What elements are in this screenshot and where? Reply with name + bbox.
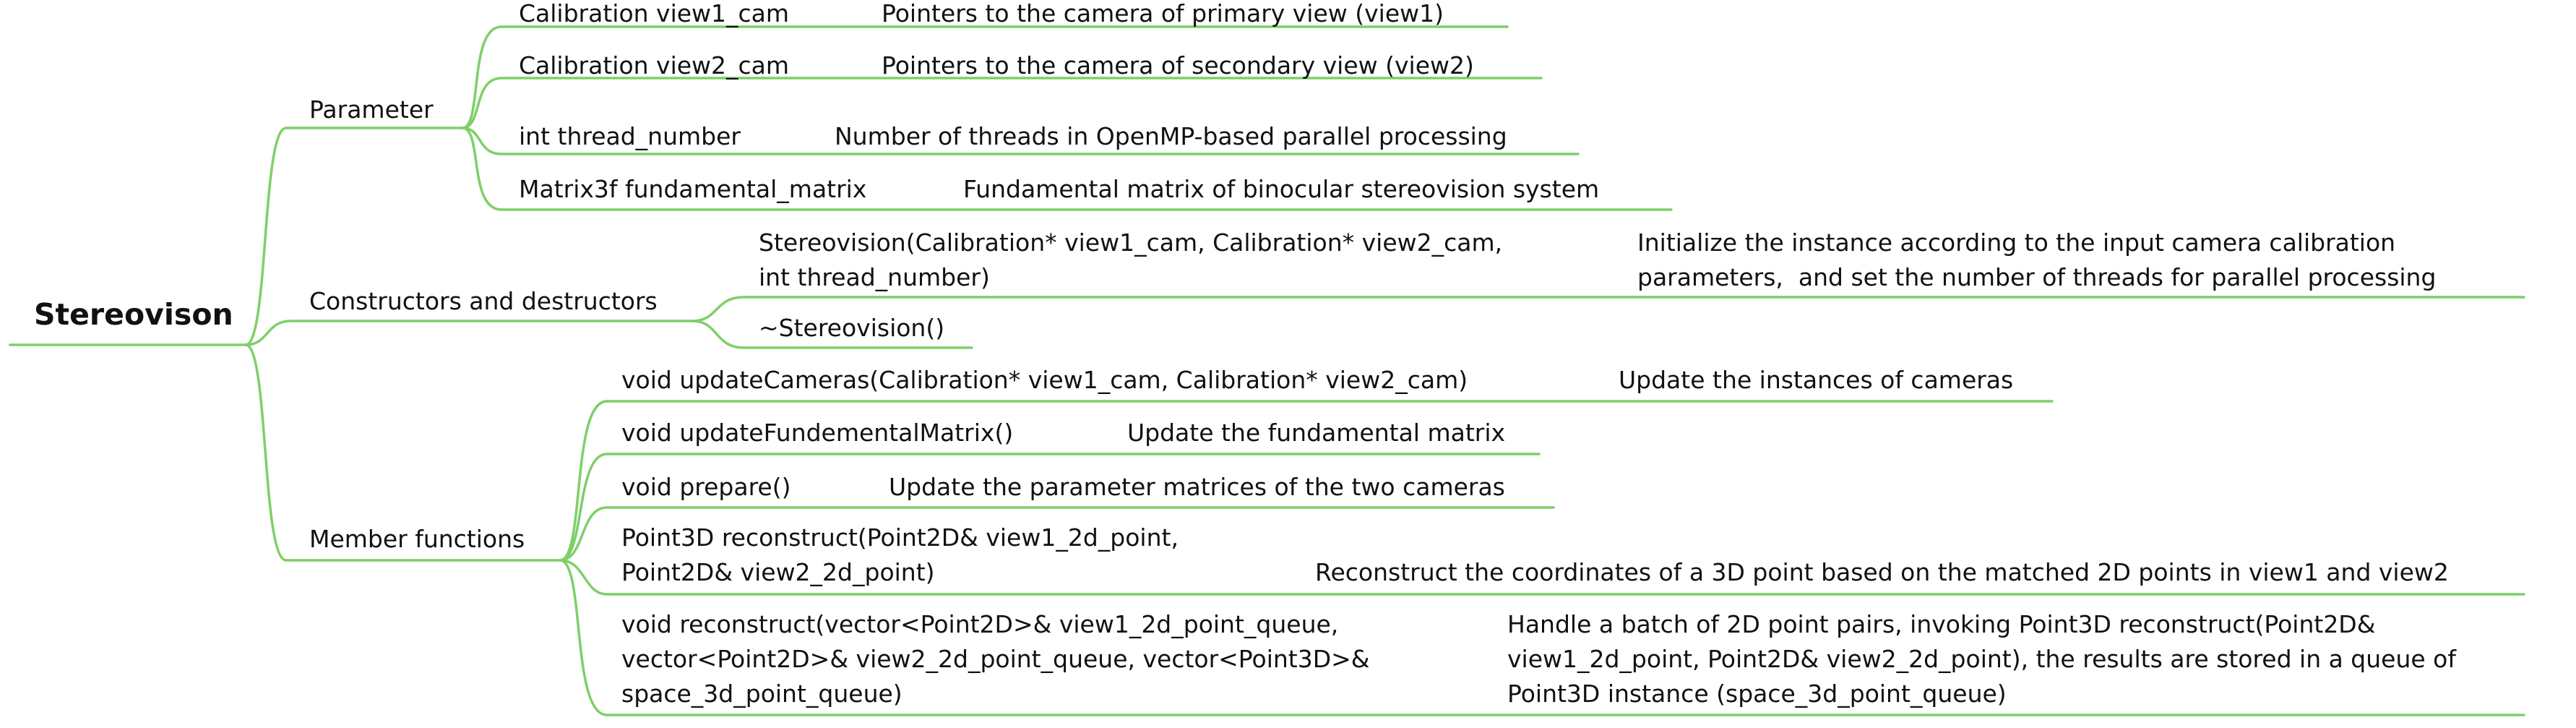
ctor-name-2: ~Stereovision() [759,314,945,342]
link-mem-1 [559,400,608,562]
member-name-4: Point3D reconstruct(Point2D& view1_2d_po… [621,523,1179,586]
member-name-5: void reconstruct(vector<Point2D>& view1_… [621,610,1370,708]
link-param-1 [461,25,503,129]
param-desc-4: Fundamental matrix of binocular stereovi… [963,175,1600,203]
link-mem-3 [559,506,608,562]
link-ctor-2 [691,320,746,349]
member-desc-4: Reconstruct the coordinates of a 3D poin… [1315,558,2449,586]
link-param-3 [461,127,503,155]
member-desc-2: Update the fundamental matrix [1127,419,1506,447]
member-name-2: void updateFundementalMatrix() [621,419,1014,447]
param-desc-1: Pointers to the camera of primary view (… [882,0,1444,27]
member-name-3: void prepare() [621,473,791,501]
branch-constructors-label: Constructors and destructors [309,287,658,315]
link-ctor-1 [691,296,746,322]
link-mem-4 [559,559,608,596]
link-param-2 [461,77,503,129]
param-name-2: Calibration view2_cam [519,51,790,80]
link-mem-5 [559,559,608,716]
member-desc-1: Update the instances of cameras [1619,366,2014,394]
param-desc-3: Number of threads in OpenMP-based parall… [835,122,1507,150]
link-mem-2 [559,453,608,562]
root-label: Stereovison [34,297,233,332]
param-desc-2: Pointers to the camera of secondary view… [882,51,1474,80]
member-desc-5: Handle a batch of 2D point pairs, invoki… [1507,610,2456,708]
ctor-desc-1: Initialize the instance according to the… [1637,228,2437,291]
branch-parameter-label: Parameter [309,95,434,124]
member-name-1: void updateCameras(Calibration* view1_ca… [621,366,1468,394]
ctor-name-1: Stereovision(Calibration* view1_cam, Cal… [759,228,1503,291]
param-name-1: Calibration view1_cam [519,0,790,27]
link-root-constructors [244,320,292,346]
link-root-parameter [244,127,288,346]
branch-members-label: Member functions [309,525,525,553]
param-name-3: int thread_number [519,122,741,150]
param-name-4: Matrix3f fundamental_matrix [519,175,867,203]
link-param-4 [461,127,503,211]
link-root-members [244,343,288,562]
member-desc-3: Update the parameter matrices of the two… [889,473,1505,501]
